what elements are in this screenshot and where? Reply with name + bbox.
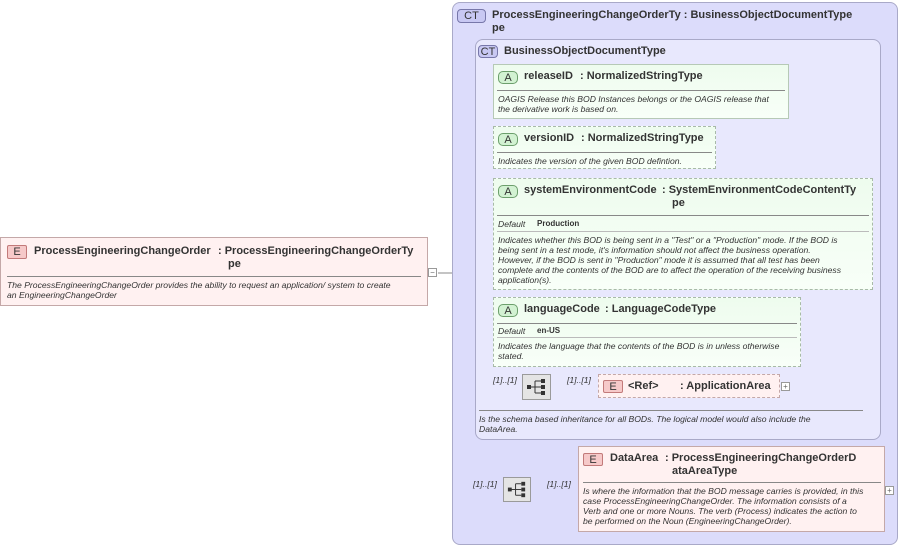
attribute-description: Indicates the language that the contents… [498,341,780,351]
attribute-type: : SystemEnvironmentCodeContentTy [662,184,857,196]
attribute-description-cont: stated. [498,351,524,361]
element-description: Is where the information that the BOD me… [583,486,864,496]
inner-type-description-cont: DataArea. [479,424,518,434]
root-element-description-cont: an EngineeringChangeOrder [7,290,117,300]
element-description-cont: be performed on the Noun (EngineeringCha… [583,516,792,526]
cardinality-label: [1]..[1] [567,375,591,385]
element-name: DataArea [610,452,659,464]
application-area-element[interactable]: E <Ref> : ApplicationArea [598,374,780,398]
inner-type-name: BusinessObjectDocumentType [504,45,666,57]
cardinality-label: [1]..[1] [493,375,517,385]
attribute-description-cont: complete and the contents of the BOD are… [498,265,842,275]
element-description-cont: case ProcessEngineeringChangeOrder. The … [583,496,847,506]
attribute-badge: A [498,133,518,146]
complex-type-badge: CT [478,45,498,58]
attribute-type-cont: pe [672,197,685,209]
attribute-system-environment-code[interactable]: A systemEnvironmentCode : SystemEnvironm… [493,178,873,290]
attribute-type: : NormalizedStringType [581,132,704,144]
attribute-description: Indicates the version of the given BOD d… [498,156,682,166]
root-element-description: The ProcessEngineeringChangeOrder provid… [7,280,391,290]
root-element-type-cont: pe [228,258,241,270]
attribute-description-cont: application(s). [498,275,552,285]
attribute-release-id[interactable]: A releaseID : NormalizedStringType OAGIS… [493,64,789,119]
attribute-description-cont: However, if the BOD is sent in "Producti… [498,255,820,265]
attribute-name: versionID [524,132,575,144]
expand-toggle[interactable]: + [781,382,790,391]
root-element-box[interactable]: E ProcessEngineeringChangeOrder : Proces… [0,237,428,306]
element-badge: E [7,245,27,259]
attribute-description: OAGIS Release this BOD Instances belongs… [498,94,769,104]
complex-type-badge: CT [457,9,486,23]
collapse-toggle[interactable]: − [428,268,437,277]
attribute-type: : LanguageCodeType [605,303,717,315]
attribute-type: : NormalizedStringType [580,70,703,82]
attribute-badge: A [498,304,518,317]
root-element-name: ProcessEngineeringChangeOrder [34,245,211,257]
attribute-description-cont: being sent in a test mode, it's informat… [498,245,811,255]
attribute-version-id[interactable]: A versionID : NormalizedStringType Indic… [493,126,716,169]
data-area-element[interactable]: E DataArea : ProcessEngineeringChangeOrd… [578,446,885,532]
sequence-icon [507,481,526,498]
attribute-description-cont: the derivative work is based on. [498,104,619,114]
default-value: Production [537,219,580,228]
sequence-compositor-icon[interactable] [503,477,531,502]
attribute-badge: A [498,185,518,198]
outer-type-name-cont: pe [492,22,505,34]
sequence-icon [527,379,545,395]
attribute-description: Indicates whether this BOD is being sent… [498,235,838,245]
attribute-name: languageCode [524,303,600,315]
element-badge: E [603,380,623,393]
element-type-cont: ataAreaType [672,465,738,477]
default-label: Default [498,326,526,336]
cardinality-label: [1]..[1] [473,479,497,489]
default-value: en-US [537,326,561,335]
sequence-compositor-icon[interactable] [522,374,551,400]
attribute-language-code[interactable]: A languageCode : LanguageCodeType Defaul… [493,297,801,367]
inner-type-description: Is the schema based inheritance for all … [479,414,811,424]
element-type: : ProcessEngineeringChangeOrderD [665,452,857,464]
element-type: : ApplicationArea [680,380,771,392]
expand-toggle[interactable]: + [885,486,894,495]
cardinality-label: [1]..[1] [547,479,571,489]
attribute-name: releaseID [524,70,573,82]
element-badge: E [583,453,603,466]
attribute-name: systemEnvironmentCode [524,184,657,196]
root-element-type: : ProcessEngineeringChangeOrderTy [218,245,414,257]
default-label: Default [498,219,526,229]
attribute-badge: A [498,71,518,84]
outer-type-name: ProcessEngineeringChangeOrderTy : Busine… [492,9,853,21]
element-description-cont: Verb and one or more Nouns. The verb (Pr… [583,506,857,516]
element-ref: <Ref> [628,380,659,392]
